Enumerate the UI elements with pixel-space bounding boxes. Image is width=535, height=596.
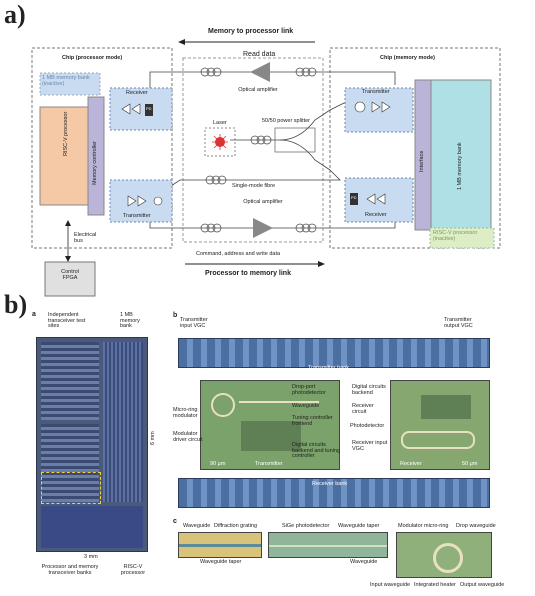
photodetector-label: Photodetector (350, 423, 385, 429)
panel-b-letter: b) (4, 290, 28, 319)
c-output-label: Output waveguide (460, 582, 505, 588)
electrical-bus-label: Electrical bus (74, 232, 97, 244)
c-grating-label: Diffraction grating (214, 523, 258, 529)
receiver-right-label: Receiver (365, 212, 387, 218)
c-sige-label: SiGe photodetector (282, 523, 330, 529)
dig-backend-tuning-label: Digital circuits backend and tuning cont… (292, 442, 341, 459)
pd-left-label: PD (146, 106, 152, 111)
tx-output-vgc-label: Transmitter output VGC (444, 317, 473, 329)
transmitter-b-label: Transmitter (255, 461, 283, 467)
sub-c-letter: c (173, 518, 177, 525)
transmitter-left-label: Transmitter (123, 213, 151, 219)
panel-a-diagram (31, 39, 501, 297)
mem-inactive-label: 1 MB memory bank (inactive) (42, 75, 90, 87)
receiver-circuit-label: Receiver circuit (352, 403, 374, 415)
c-mod-ring-label: Modulator micro-ring (398, 523, 449, 529)
sub-b-letter: b (173, 312, 178, 319)
c-drop-label: Drop waveguide (456, 523, 496, 529)
scale-50-label: 50 μm (462, 461, 478, 467)
drop-port-pd-label: Drop-port photodetector (292, 384, 326, 396)
c-taper2-label: Waveguide taper (338, 523, 380, 529)
rx-input-vgc-label: Receiver input VGC (352, 440, 388, 452)
dim-3mm-label: 3 mm (84, 554, 98, 560)
mod-driver-label: Modulator driver circuit (173, 431, 203, 443)
write-data-label: Command, address and write data (196, 251, 281, 257)
receiver-b-label: Receiver (400, 461, 422, 467)
riscv-proc-label: RISC-V processor (120, 564, 146, 576)
top-link-label: Memory to processor link (208, 28, 294, 35)
splitter-label: 50/50 power splitter (262, 118, 310, 124)
waveguide-b-label: Waveguide (292, 403, 320, 409)
c-waveguide-label: Waveguide (183, 523, 211, 529)
transmitter-bank-image (178, 338, 490, 368)
interface-label: Interface (419, 150, 425, 172)
grating-coupler-image (178, 532, 262, 558)
tuning-ctrl-label: Tuning controller frontend (292, 415, 333, 427)
c-input-label: Input waveguide (370, 582, 411, 588)
optical-amp-top-label: Optical amplifier (238, 87, 278, 93)
mem-1mb-label: 1 MB memory bank (120, 312, 140, 329)
tx-bank-label: Transmitter bank (308, 365, 350, 371)
fibre-label: Single-mode fibre (232, 183, 276, 189)
micro-ring-mod-label: Micro-ring modulator (173, 407, 198, 419)
mem-bank-label: 1 MB memory bank (457, 142, 463, 190)
c-heater-label: Integrated heater (414, 582, 456, 588)
bottom-link-label: Processor to memory link (205, 270, 291, 277)
riscv-inactive-label: RISC-V processor (inactive) (433, 230, 478, 242)
c-waveguide2-label: Waveguide (350, 559, 378, 565)
mem-controller-label: Memory controller (92, 140, 98, 185)
read-data-label: Read data (243, 51, 276, 58)
receiver-bank-image (178, 478, 490, 508)
dig-backend-label: Digital circuits backend (352, 384, 386, 396)
panel-a-letter: a) (4, 0, 26, 29)
riscv-label: RISC-V processor (63, 111, 69, 156)
transmitter-right-label: Transmitter (362, 89, 390, 95)
sub-a-letter: a (32, 311, 36, 318)
chip-left-title: Chip (processor mode) (62, 55, 123, 61)
receiver-zoom-image (390, 380, 490, 470)
pd-right-label: PD (351, 195, 357, 200)
micro-ring-image (396, 532, 492, 578)
laser-label: Laser (213, 120, 227, 126)
optical-amp-bottom-label: Optical amplifier (243, 199, 283, 205)
transmitter-zoom-image (200, 380, 340, 470)
dim-6mm-label: 6 mm (150, 431, 156, 445)
c-taper-label: Waveguide taper (200, 559, 242, 565)
rx-bank-label: Receiver bank (312, 481, 348, 487)
receiver-left-label: Receiver (126, 90, 148, 96)
proc-mem-label: Processor and memory transceiver banks (41, 564, 99, 576)
chip-micrograph (36, 337, 148, 552)
chip-right-title: Chip (memory mode) (380, 55, 436, 61)
indep-label: Independent transceiver test sites (48, 312, 86, 329)
tx-input-vgc-label: Transmitter input VGC (180, 317, 208, 329)
scale-90-label: 90 μm (210, 461, 226, 467)
control-fpga-label: Control FPGA (61, 269, 79, 281)
photodetector-image (268, 532, 388, 558)
